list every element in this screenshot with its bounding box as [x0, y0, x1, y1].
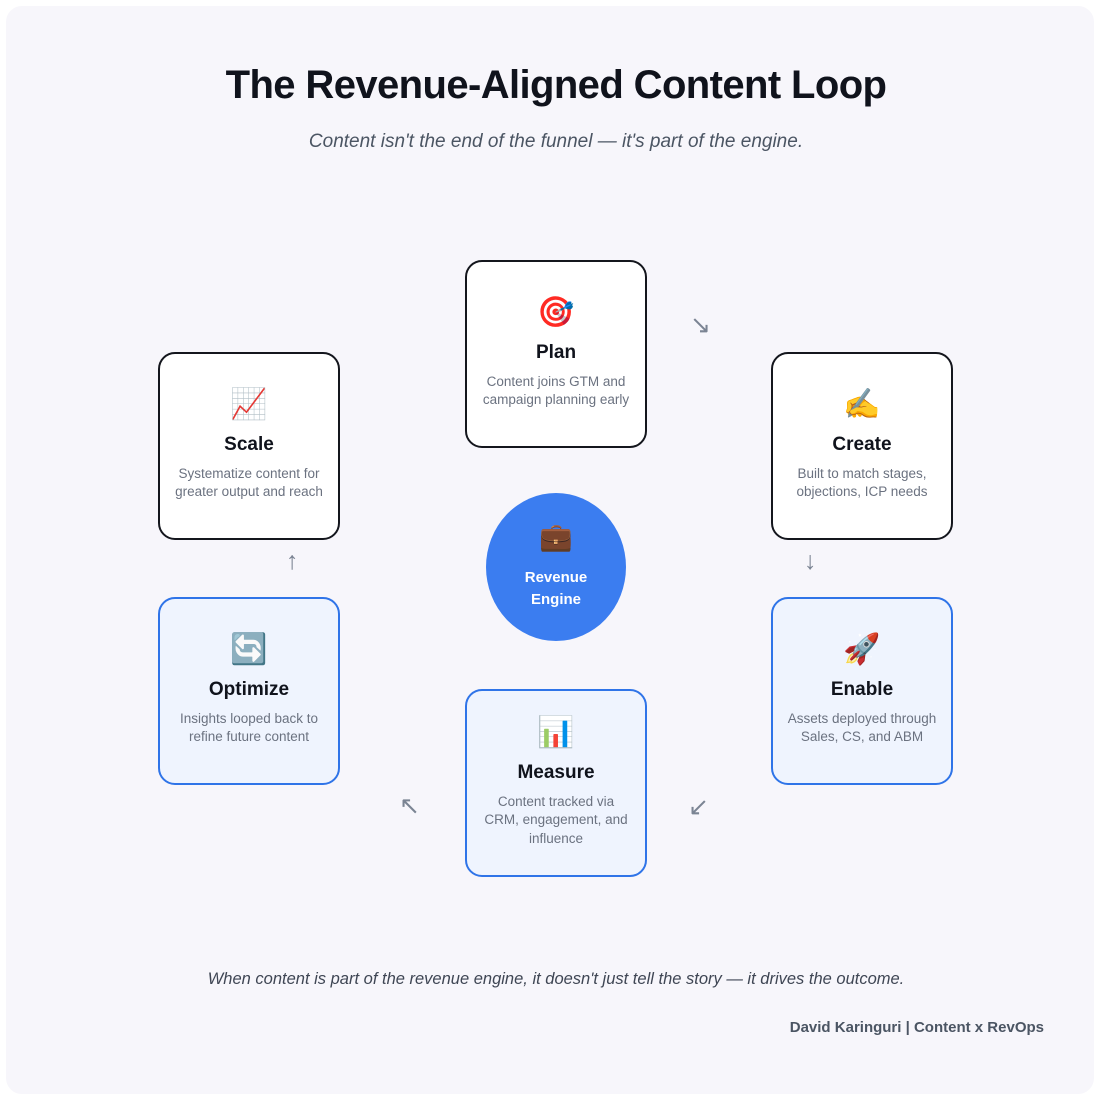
arrow-down-left-icon: ↙ — [688, 793, 709, 821]
node-optimize-title: Optimize — [208, 679, 290, 701]
arrow-up-left-icon: ↖ — [399, 792, 420, 820]
node-scale-title: Scale — [224, 434, 274, 456]
chart-increasing-icon: 📈 — [230, 388, 268, 422]
revenue-engine-hub[interactable]: 💼 Revenue Engine — [486, 493, 626, 641]
page-subtitle: Content isn't the end of the funnel — it… — [308, 131, 804, 152]
node-create-title: Create — [832, 434, 892, 456]
node-enable-description: Assets deployed through Sales, CS, and A… — [787, 711, 937, 745]
arrow-down-right-icon: ↘ — [690, 311, 711, 339]
revenue-engine-label: Revenue Engine — [524, 568, 588, 608]
header: The Revenue-Aligned Content Loop Content… — [6, 6, 1094, 155]
writing-hand-icon: ✍️ — [843, 388, 881, 422]
closing-statement: When content is part of the revenue engi… — [207, 970, 905, 988]
node-measure-description: Content tracked via CRM, engagement, and… — [484, 794, 628, 846]
node-plan-title: Plan — [535, 342, 577, 364]
briefcase-icon: 💼 — [539, 521, 573, 552]
node-enable[interactable]: 🚀 Enable Assets deployed through Sales, … — [771, 597, 953, 785]
arrow-down-icon: ↓ — [804, 547, 817, 575]
bullseye-icon: 🎯 — [537, 296, 575, 330]
node-plan-description: Content joins GTM and campaign planning … — [482, 374, 630, 408]
node-measure[interactable]: 📊 Measure Content tracked via CRM, engag… — [465, 689, 647, 877]
refresh-cycle-icon: 🔄 — [230, 633, 268, 667]
content-loop-diagram: 🎯 Plan Content joins GTM and campaign pl… — [6, 6, 1094, 1094]
node-plan[interactable]: 🎯 Plan Content joins GTM and campaign pl… — [465, 260, 647, 448]
node-optimize[interactable]: 🔄 Optimize Insights looped back to refin… — [158, 597, 340, 785]
node-scale-description: Systematize content for greater output a… — [175, 466, 323, 500]
node-scale[interactable]: 📈 Scale Systematize content for greater … — [158, 352, 340, 540]
footer: When content is part of the revenue engi… — [6, 968, 1094, 1038]
node-measure-title: Measure — [517, 762, 595, 784]
arrow-up-icon: ↑ — [286, 547, 299, 575]
node-create[interactable]: ✍️ Create Built to match stages, objecti… — [771, 352, 953, 540]
page-title: The Revenue-Aligned Content Loop — [225, 63, 887, 107]
rocket-icon: 🚀 — [843, 633, 881, 667]
attribution: David Karinguri | Content x RevOps — [789, 1019, 1044, 1037]
node-create-description: Built to match stages, objections, ICP n… — [796, 466, 928, 500]
node-enable-title: Enable — [830, 679, 894, 701]
bar-chart-icon: 📊 — [537, 716, 575, 750]
node-optimize-description: Insights looped back to refine future co… — [179, 711, 319, 745]
